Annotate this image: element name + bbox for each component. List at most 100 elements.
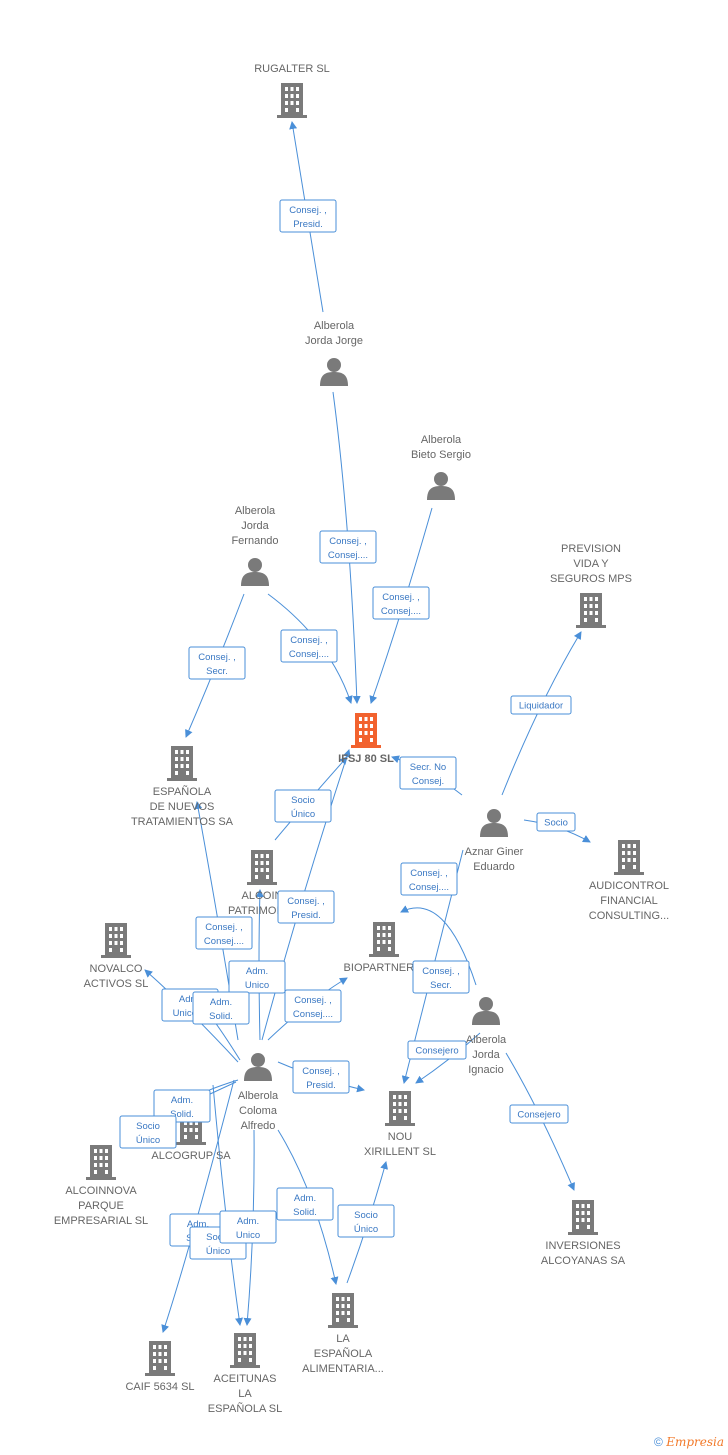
- node-ifsj80[interactable]: IFSJ 80 SL: [338, 713, 394, 765]
- relation-label-r14[interactable]: Consej. ,Presid.: [277, 890, 335, 924]
- node-alcogrup[interactable]: ALCOGRUP SA: [151, 1110, 231, 1162]
- relation-text: Consej. ,: [422, 966, 460, 977]
- relation-box: [228, 960, 286, 994]
- person-icon: [472, 997, 500, 1025]
- relation-text: Consej. ,: [205, 922, 243, 933]
- relation-label-r4[interactable]: Consej. ,Consej....: [280, 629, 338, 663]
- relation-label-r2[interactable]: Consej. ,Consej....: [319, 530, 377, 564]
- building-icon: [328, 1293, 358, 1328]
- relation-label-r12[interactable]: Consej. ,Secr.: [412, 960, 470, 994]
- relation-label-r6[interactable]: Liquidador: [510, 695, 572, 715]
- relation-box: [274, 789, 332, 823]
- person-icon: [480, 809, 508, 837]
- building-icon: [277, 83, 307, 118]
- building-icon: [614, 840, 644, 875]
- relation-text: Consej. ,: [410, 868, 448, 879]
- relation-label-r16[interactable]: Adm.Unico: [228, 960, 286, 994]
- relation-label-r1[interactable]: Consej. ,Presid.: [279, 199, 337, 233]
- node-label: Jorda: [472, 1049, 500, 1061]
- node-rugalter[interactable]: RUGALTER SL: [254, 63, 330, 118]
- building-icon: [576, 593, 606, 628]
- relation-text: Consej. ,: [290, 635, 328, 646]
- building-icon: [385, 1091, 415, 1126]
- relation-text: Consej....: [381, 606, 421, 617]
- node-label: TRATAMIENTOS SA: [131, 816, 234, 828]
- node-label: ALCOINNOVA: [65, 1185, 137, 1197]
- relation-text: Socio: [206, 1232, 230, 1243]
- person-icon: [241, 558, 269, 586]
- node-label: Alberola: [421, 434, 462, 446]
- relation-label-r11[interactable]: Consejero: [509, 1104, 569, 1124]
- relation-label-r19[interactable]: Consej. ,Consej....: [284, 989, 342, 1023]
- relation-text: Adm.: [179, 994, 201, 1005]
- relation-label-r8[interactable]: Socio: [536, 812, 576, 832]
- relation-label-r21[interactable]: Adm.Solid.: [153, 1089, 211, 1123]
- node-label: Jorda: [241, 520, 269, 532]
- relation-label-r18[interactable]: Adm.Solid.: [192, 991, 250, 1025]
- relation-text: Liquidador: [519, 701, 563, 712]
- relation-box: [276, 1187, 334, 1221]
- relation-text: Consej....: [409, 882, 449, 893]
- person-icon: [427, 472, 455, 500]
- node-label: ESPAÑOLA: [314, 1347, 373, 1360]
- relation-text: Socio: [136, 1121, 160, 1132]
- relation-text: Solid.: [209, 1011, 233, 1022]
- node-label: PREVISION: [561, 543, 621, 555]
- relation-text: Adm.: [237, 1216, 259, 1227]
- relation-box: [284, 989, 342, 1023]
- node-la-espanola[interactable]: LAESPAÑOLAALIMENTARIA...: [302, 1293, 384, 1375]
- building-icon: [230, 1333, 260, 1368]
- relation-text: Consej. ,: [382, 592, 420, 603]
- node-label: Jorda Jorge: [305, 335, 363, 347]
- relation-text: Consej....: [328, 550, 368, 561]
- node-label: Bieto Sergio: [411, 449, 471, 461]
- relation-label-r5[interactable]: Consej. ,Secr.: [188, 646, 246, 680]
- brand-name: Empresia: [666, 1435, 724, 1449]
- relation-box: [292, 1060, 350, 1094]
- relation-label-r23[interactable]: Adm.Solid.: [276, 1187, 334, 1221]
- relation-box: [399, 756, 457, 790]
- relation-box: [195, 916, 253, 950]
- copyright-symbol: ©: [654, 1435, 663, 1449]
- relation-box: [153, 1089, 211, 1123]
- relation-text: Presid.: [291, 910, 321, 921]
- footer-brand: © Empresia: [654, 1435, 724, 1449]
- relation-box: [280, 629, 338, 663]
- node-label: Ignacio: [468, 1064, 503, 1076]
- node-caif[interactable]: CAIF 5634 SL: [125, 1341, 195, 1393]
- node-label: ALCOYANAS SA: [541, 1255, 626, 1267]
- relation-label-r20[interactable]: Consej. ,Presid.: [292, 1060, 350, 1094]
- node-label: LA: [336, 1333, 350, 1345]
- relation-label-r10[interactable]: Consejero: [407, 1040, 467, 1060]
- relation-label-r3[interactable]: Consej. , Consej....: [372, 586, 430, 620]
- relation-text: Socio: [544, 818, 568, 829]
- relation-box: [219, 1210, 277, 1244]
- node-label: DE NUEVOS: [150, 801, 215, 813]
- relation-box: [372, 586, 430, 620]
- node-label: NOU: [388, 1131, 413, 1143]
- node-label: Fernando: [231, 535, 278, 547]
- node-audicontrol[interactable]: AUDICONTROLFINANCIALCONSULTING...: [589, 840, 669, 922]
- relation-label-r9[interactable]: Consej. , Consej....: [400, 862, 458, 896]
- relation-text: Consej. ,: [294, 995, 332, 1006]
- relation-label-r27[interactable]: Adm.Unico: [219, 1210, 277, 1244]
- relation-label-r15[interactable]: Consej. ,Consej....: [195, 916, 253, 950]
- node-biopartner[interactable]: BIOPARTNER S: [344, 922, 425, 974]
